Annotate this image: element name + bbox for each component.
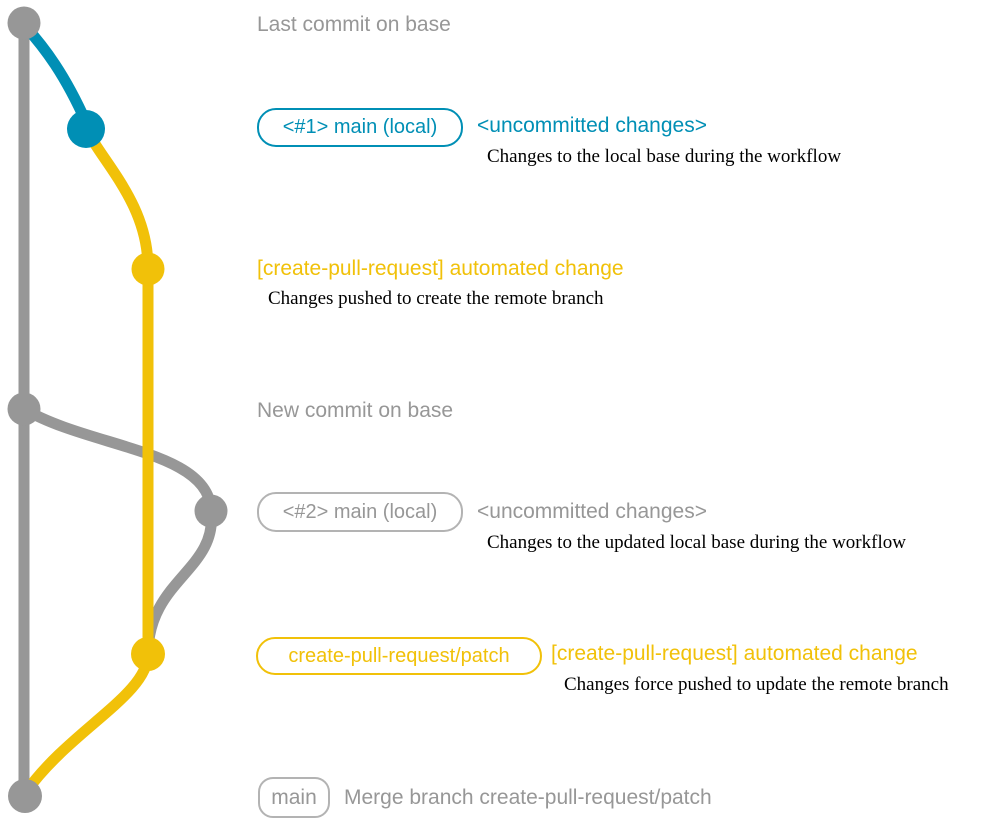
- description-uncommitted-2: Changes to the updated local base during…: [487, 532, 906, 553]
- description-uncommitted-1: Changes to the local base during the wor…: [487, 146, 842, 167]
- commit-message-uncommitted-1: <uncommitted changes>: [477, 114, 707, 137]
- commit-dot-patch2: [131, 637, 165, 671]
- commit-message-uncommitted-2: <uncommitted changes>: [477, 500, 707, 523]
- description-automated-1: Changes pushed to create the remote bran…: [268, 288, 604, 309]
- badge-create-pull-request-patch: create-pull-request/patch: [256, 637, 542, 675]
- description-automated-2: Changes force pushed to update the remot…: [564, 674, 949, 695]
- badge-main-local-1: <#1> main (local): [257, 108, 463, 147]
- branch-local2-curve-out: [18, 403, 217, 517]
- badge-main: main: [258, 777, 330, 818]
- commit-dot-local1: [67, 110, 105, 148]
- branch-patch-merge-curve: [20, 648, 154, 798]
- commit-dot-new-base: [7, 392, 41, 426]
- label-last-commit-on-base: Last commit on base: [257, 13, 451, 36]
- branch-patch-curve-start: [80, 123, 154, 274]
- branch-local2-curve-in: [142, 505, 217, 660]
- commit-dot-last-base: [7, 6, 41, 40]
- badge-main-local-2: <#2> main (local): [257, 492, 463, 532]
- commit-dot-patch1: [131, 252, 165, 286]
- commit-message-automated-2: [create-pull-request] automated change: [551, 642, 918, 665]
- commit-message-automated-1: [create-pull-request] automated change: [257, 257, 624, 280]
- commit-dot-local2: [194, 494, 228, 528]
- label-new-commit-on-base: New commit on base: [257, 399, 454, 422]
- commit-message-merge: Merge branch create-pull-request/patch: [344, 786, 712, 809]
- commit-dot-merge: [8, 779, 42, 813]
- branch-local1-curve: [19, 20, 92, 128]
